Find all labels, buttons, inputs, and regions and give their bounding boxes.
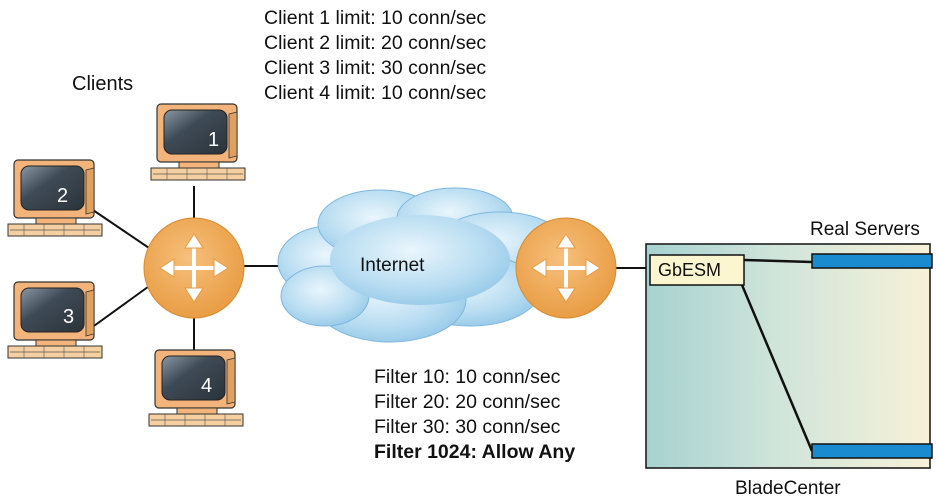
computer-icon-3 <box>7 281 103 359</box>
gbesm-box <box>649 254 745 286</box>
real-servers-label: Real Servers <box>810 219 920 240</box>
client-limits: Client 1 limit: 10 conn/sec Client 2 lim… <box>264 6 486 106</box>
router-icon-clients <box>143 217 245 319</box>
filter-10: Filter 10: 10 conn/sec <box>374 366 561 388</box>
internet-label: Internet <box>360 255 425 276</box>
computer-icon-1 <box>150 103 246 181</box>
computer-icon-2 <box>7 159 103 237</box>
client-number-1: 1 <box>208 129 219 151</box>
server-links <box>740 258 814 452</box>
computer-icon-4 <box>148 349 244 427</box>
client-limit-3: Client 3 limit: 30 conn/sec <box>264 57 487 79</box>
bladecenter-label: BladeCenter <box>735 478 841 499</box>
filter-20: Filter 20: 20 conn/sec <box>374 391 561 413</box>
client-number-4: 4 <box>201 375 212 397</box>
client-number-2: 2 <box>57 185 68 207</box>
client-number-3: 3 <box>63 306 74 328</box>
client-limit-1: Client 1 limit: 10 conn/sec <box>264 7 487 29</box>
filter-30: Filter 30: 30 conn/sec <box>374 416 561 438</box>
server-icon-bottom <box>811 443 933 459</box>
client-limit-4: Client 4 limit: 10 conn/sec <box>264 82 487 104</box>
cloud-icon <box>277 187 569 343</box>
filter-list: Filter 10: 10 conn/sec Filter 20: 20 con… <box>374 365 575 465</box>
clients-label: Clients <box>72 73 134 95</box>
gbesm-label: GbESM <box>658 260 722 280</box>
filter-1024: Filter 1024: Allow Any <box>374 441 576 463</box>
server-icon-top <box>811 253 933 269</box>
link-client2 <box>89 207 153 251</box>
router-icon-bladecenter <box>515 217 617 319</box>
client-limit-2: Client 2 limit: 20 conn/sec <box>264 32 487 54</box>
